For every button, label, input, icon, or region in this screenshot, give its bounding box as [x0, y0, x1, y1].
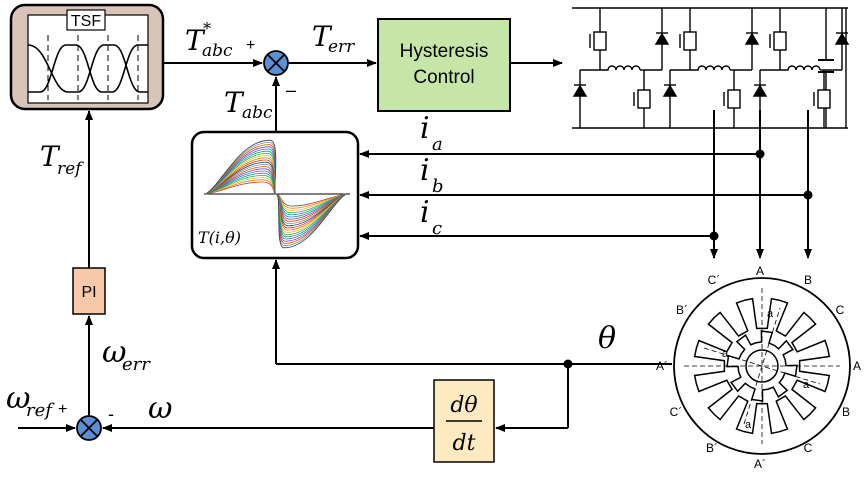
- label-terr-main: T: [312, 20, 333, 53]
- label-omega-err-main: ω: [102, 335, 126, 370]
- derivative-denominator: dt: [453, 431, 476, 456]
- motor-label-c-right: C: [836, 303, 845, 317]
- label-tabc-star-sub: abc: [202, 41, 233, 61]
- inverter-leg: [752, 8, 850, 128]
- motor-label-b-right: B: [842, 405, 850, 419]
- motor-label-b-lower: B´: [706, 441, 718, 455]
- derivative-block: dθ dt: [433, 379, 495, 463]
- tsf-block: TSF: [9, 3, 165, 111]
- label-tabc-main: T: [224, 86, 245, 119]
- label-ic-main: i: [420, 195, 430, 230]
- signal-lines: [18, 59, 812, 432]
- signal-labels: T * abc T err T abc T ref i a i b i c θ …: [6, 19, 616, 426]
- inverter-leg: [572, 8, 670, 128]
- pi-label: PI: [81, 284, 96, 301]
- motor-label-b-left: B´: [676, 303, 688, 317]
- motor-label-a-top: A: [756, 264, 764, 278]
- junction-dots: [563, 149, 813, 369]
- motor-stator: [693, 297, 831, 435]
- label-omega-ref-sub: ref: [26, 400, 55, 421]
- plus-bottom: +: [58, 401, 67, 418]
- motor-label-a-right: A: [853, 359, 861, 373]
- label-ia-main: i: [420, 111, 430, 146]
- label-omega: ω: [148, 391, 172, 426]
- motor-shaft: [745, 349, 779, 383]
- rotor-label-top: a: [767, 308, 774, 320]
- motor-label-a-bottom: A´: [754, 457, 766, 471]
- hysteresis-box: [377, 18, 511, 112]
- tsf-curves: [27, 44, 148, 93]
- summing-junction-top: [263, 50, 289, 76]
- motor-labels: C´ A B B´ C A´ A C´ B B´ C A´: [656, 264, 861, 471]
- label-ib-main: i: [420, 153, 430, 188]
- hysteresis-block: Hysteresis Control: [377, 18, 511, 112]
- motor-label-a-left: A´: [656, 359, 668, 373]
- label-tabc-sub: abc: [242, 103, 273, 123]
- torque-table-curves: [205, 139, 347, 249]
- label-ia-sub: a: [432, 134, 443, 155]
- rotor-labels: a a a a: [722, 308, 810, 431]
- inverter-leg: [662, 8, 760, 128]
- pi-block: PI: [72, 267, 106, 315]
- rotor-label-left: a: [722, 348, 729, 360]
- label-omega-err-sub: err: [122, 354, 151, 375]
- motor-label-c-lower-left: C´: [670, 405, 683, 419]
- label-tref-sub: ref: [57, 159, 84, 179]
- minus-bottom: -: [108, 404, 114, 424]
- motor-label-b-top: B: [804, 273, 812, 287]
- tsf-dashed-lines: [47, 35, 139, 100]
- inverter-circuit: [572, 7, 850, 129]
- label-tref-main: T: [40, 140, 61, 173]
- label-omega-ref-main: ω: [6, 381, 30, 416]
- pi-box: [72, 267, 106, 315]
- label-tabc-star-sup: *: [203, 19, 211, 38]
- torque-curve: [205, 139, 347, 249]
- label-ic-sub: c: [432, 218, 442, 239]
- derivative-numerator: dθ: [450, 393, 477, 418]
- label-theta: θ: [598, 321, 616, 356]
- label-tabc-star-main: T: [185, 24, 206, 57]
- sign-labels: + – + -: [58, 37, 296, 424]
- hysteresis-label-1: Hysteresis: [400, 41, 489, 62]
- plus-top: +: [246, 37, 255, 54]
- rotor-label-right: a: [803, 379, 810, 391]
- hysteresis-label-2: Control: [413, 67, 474, 88]
- tsf-label: TSF: [71, 13, 101, 30]
- tsf-label-box: [66, 9, 106, 31]
- torque-table-label: T(i,θ): [198, 228, 241, 247]
- label-terr-sub: err: [328, 37, 355, 57]
- motor-outer-circle: [673, 277, 851, 455]
- rotor-label-bottom: a: [745, 419, 752, 431]
- minus-top: –: [286, 80, 296, 100]
- label-ib-sub: b: [432, 176, 444, 197]
- torque-table-block: T(i,θ): [190, 130, 360, 260]
- motor-label-c-bottom-right: C: [804, 441, 813, 455]
- motor-label-c-upper-left: C´: [708, 273, 721, 287]
